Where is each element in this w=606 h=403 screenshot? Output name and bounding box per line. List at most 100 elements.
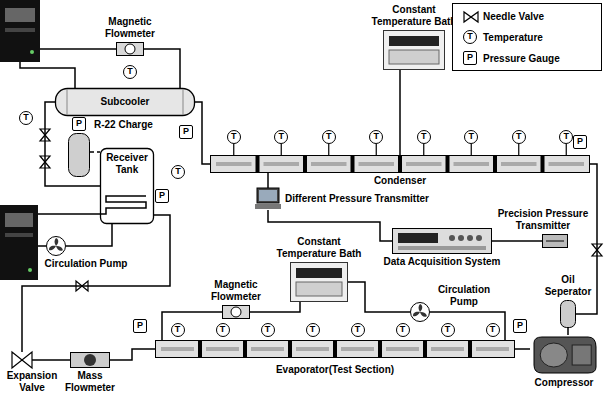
temperature-sensor: T: [559, 130, 573, 144]
pressure-gauge: P: [463, 51, 477, 65]
temperature-sensor: T: [417, 130, 431, 144]
pressure-gauge: P: [179, 125, 193, 139]
chiller-unit: [0, 205, 38, 280]
condenser: Condenser: [210, 155, 590, 173]
pressure-gauge: P: [72, 117, 86, 131]
flow-outline: [222, 305, 250, 319]
temperature-sensor: T: [486, 323, 500, 337]
component-label: Subcooler: [101, 96, 150, 108]
component-label: Magnetic Flowmeter: [98, 16, 162, 40]
receiver-tank: Receiver Tank: [100, 148, 154, 224]
flow2-outline: [70, 352, 110, 368]
component-label: Mass Flowmeter: [63, 370, 117, 394]
evaporator: Evaporator(Test Section): [155, 340, 515, 358]
temperature-bath: Constant Temperature Bath: [290, 262, 348, 302]
refrigerant-pipe: [348, 282, 410, 312]
temperature-sensor: T: [464, 130, 478, 144]
circulation-pump: Circulation Pump: [410, 302, 430, 322]
refrigerant-pipe: [399, 70, 401, 155]
band-outline: [155, 340, 515, 358]
temperature-sensor: T: [123, 65, 137, 79]
component-label: Data Acquisition System: [384, 256, 501, 268]
bath-outline: [383, 30, 445, 70]
flowmeter: Magnetic Flowmeter: [222, 305, 250, 319]
band-outline: [210, 155, 590, 173]
temperature-sensor: T: [463, 30, 477, 44]
component-label: Constant Temperature Bath: [364, 4, 464, 28]
temperature-sensor: T: [322, 130, 336, 144]
flowmeter: Magnetic Flowmeter: [116, 42, 144, 56]
component-label: Constant Temperature Bath: [269, 236, 369, 260]
refrigerant-pipe: [195, 102, 210, 164]
temperature-sensor: T: [441, 323, 455, 337]
xmtr-outline: [542, 234, 568, 248]
fan-outline: [46, 236, 66, 256]
refrigerant-pipe: [66, 224, 112, 246]
refrigerant-pipe: [567, 328, 569, 335]
temperature-bath: Constant Temperature Bath: [383, 30, 445, 70]
expansion-valve: Expansion Valve: [12, 352, 32, 368]
legend-text: Temperature: [483, 32, 543, 44]
needle-valve-sample: [461, 7, 485, 27]
temperature-sensor: T: [216, 323, 230, 337]
refrigerant-pipe: [492, 240, 542, 242]
component-label: Receiver Tank: [104, 152, 150, 176]
pressure-transmitter: Precision Pressure Transmitter: [542, 234, 568, 248]
temperature-sensor: T: [351, 323, 365, 337]
monitor-outline: [255, 188, 281, 210]
data-acquisition: Data Acquisition System: [392, 228, 492, 254]
oil-outline: [560, 300, 576, 328]
refrigerant-pipe: [90, 151, 100, 153]
legend-text: Needle Valve: [483, 11, 544, 23]
tank-outline: [68, 133, 90, 177]
component-label: Precision Pressure Transmitter: [493, 208, 593, 232]
pressure-gauge: P: [513, 319, 527, 333]
temperature-sensor: T: [19, 111, 33, 125]
refrigerant-pipe: [110, 349, 155, 360]
refrigerant-pipe: [430, 312, 505, 340]
oil-separator: Oil Seperator: [560, 300, 576, 328]
bath-outline: [290, 262, 348, 302]
temperature-sensor: T: [512, 130, 526, 144]
component-label: Different Pressure Transmitter: [285, 193, 429, 205]
subcooler: Subcooler: [55, 88, 195, 116]
pressure-gauge: P: [155, 189, 169, 203]
comp-outline: [530, 335, 598, 375]
flow-outline: [116, 42, 144, 56]
legend-text: Pressure Gauge: [483, 53, 560, 65]
refrigerant-pipe: [267, 173, 269, 188]
temperature-sensor: T: [261, 323, 275, 337]
valve-outline: [12, 352, 32, 368]
mass-flowmeter: Mass Flowmeter: [70, 352, 110, 368]
pressure-gauge: P: [133, 319, 147, 333]
secondary-pipe: [20, 49, 146, 246]
component-label: Expansion Valve: [4, 370, 60, 394]
component-label: Oil Seperator: [538, 274, 598, 298]
circulation-pump: Circulation Pump: [46, 236, 66, 256]
temperature-sensor: T: [396, 323, 410, 337]
temperature-sensor: T: [369, 130, 383, 144]
refrigerant-pipe: [250, 302, 300, 312]
temperature-sensor: T: [274, 130, 288, 144]
component-label: Circulation Pump: [434, 284, 494, 308]
refrigerant-pipe: [32, 359, 70, 361]
temperature-sensor: T: [306, 323, 320, 337]
component-label: Magnetic Flowmeter: [204, 279, 268, 303]
component-label: Circulation Pump: [45, 258, 128, 270]
gas-cylinder: R-22 Charge: [68, 133, 90, 177]
refrigerant-pipe: [22, 215, 170, 352]
component-label: Compressor: [535, 377, 594, 389]
component-label: Evaporator(Test Section): [276, 364, 394, 376]
temperature-sensor: T: [171, 165, 185, 179]
chiller-unit: [0, 0, 40, 62]
component-label: R-22 Charge: [94, 119, 153, 131]
refrigerant-pipe: [144, 49, 180, 88]
fan-outline: [410, 302, 430, 322]
refrigerant-pipe: [515, 348, 530, 350]
pressure-gauge: P: [573, 135, 587, 149]
component-label: Condenser: [374, 175, 426, 187]
refrigerant-pipe: [162, 312, 222, 340]
daq-outline: [392, 228, 492, 254]
temperature-sensor: T: [171, 323, 185, 337]
